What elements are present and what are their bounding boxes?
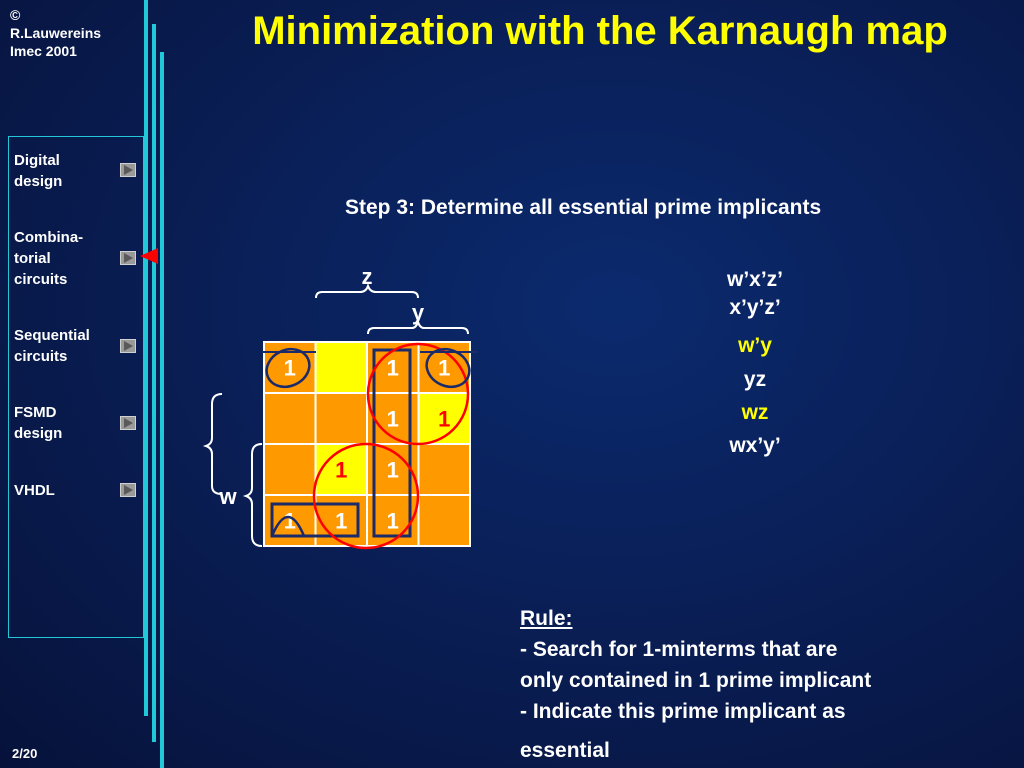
z-label: z	[362, 264, 373, 289]
rule-line: - Search for 1-minterms that are	[520, 638, 838, 661]
copyright-org: Imec 2001	[10, 43, 77, 59]
kmap-cell-value: 1	[284, 356, 296, 381]
nav-label-line: circuits	[14, 271, 68, 288]
rule-line: only contained in 1 prime implicant	[520, 669, 872, 692]
y-brace	[367, 318, 469, 335]
nav-arrow-button-vhdl[interactable]	[120, 483, 136, 497]
nav-item-fsmd-design[interactable]: FSMD design	[14, 402, 118, 444]
x-brace	[202, 393, 223, 495]
current-section-marker-icon	[140, 248, 158, 264]
kmap-cell	[314, 443, 368, 496]
nav-label-line: circuits	[14, 348, 68, 365]
kmap-cell-value: 1	[387, 509, 399, 534]
group-circle-lower-red	[312, 442, 420, 550]
nav-label-line: FSMD	[14, 404, 57, 421]
nav-item-vhdl[interactable]: VHDL	[14, 480, 118, 501]
rule-title: Rule:	[520, 607, 573, 630]
nav-label-line: Sequential	[14, 327, 90, 344]
divider-line-3	[160, 52, 164, 768]
kmap-cell-value: 1	[387, 407, 399, 432]
rule-line: essential	[520, 739, 610, 762]
kmap-cell	[314, 341, 368, 394]
divider-line-1	[144, 0, 148, 716]
kmap-cell	[417, 443, 471, 496]
kmap-cell-value: 1	[438, 407, 450, 432]
copyright-author: R.Lauwereins	[10, 25, 102, 41]
implicant-1: w’x’z’	[726, 268, 784, 291]
implicant-6: wx’y’	[729, 434, 781, 457]
rule-block: Rule: - Search for 1-minterms that are o…	[520, 603, 871, 766]
divider-line-2	[152, 24, 156, 742]
kmap-cell	[263, 392, 317, 445]
group-arc-bottom-left	[270, 515, 306, 537]
copyright-symbol: ©	[10, 7, 21, 23]
nav-panel	[8, 136, 144, 638]
implicant-2: x’y’z’	[729, 296, 781, 319]
nav-label-line: torial	[14, 250, 51, 267]
kmap-cell-value: 1	[387, 356, 399, 381]
kmap-cell	[417, 494, 471, 547]
nav-item-combinatorial-circuits[interactable]: Combina- torial circuits	[14, 227, 118, 290]
step-heading: Step 3: Determine all essential prime im…	[345, 196, 822, 219]
kmap-cell-value: 1	[387, 458, 399, 483]
implicant-5: wz	[741, 401, 769, 424]
page-number: 2/20	[12, 746, 38, 761]
kmap-cell	[314, 392, 368, 445]
nav-label-line: VHDL	[14, 482, 55, 499]
nav-label-line: design	[14, 425, 63, 442]
kmap-cell-value: 1	[335, 509, 347, 534]
nav-arrow-button-digital-design[interactable]	[120, 163, 136, 177]
nav-label-line: Combina-	[14, 229, 84, 246]
kmap-cell	[263, 443, 317, 496]
nav-arrow-button-fsmd-design[interactable]	[120, 416, 136, 430]
nav-arrow-button-sequential-circuits[interactable]	[120, 339, 136, 353]
nav-item-digital-design[interactable]: Digital design	[14, 150, 118, 192]
w-brace	[242, 443, 263, 547]
z-brace	[315, 282, 419, 299]
rule-line: - Indicate this prime implicant as	[520, 700, 846, 723]
kmap-cell-value: 1	[284, 509, 296, 534]
copyright: © R.Lauwereins Imec 2001	[10, 6, 140, 60]
nav-label-line: design	[14, 173, 63, 190]
nav-arrow-button-combinatorial-circuits[interactable]	[120, 251, 136, 265]
nav-label-line: Digital	[14, 152, 60, 169]
nav-item-sequential-circuits[interactable]: Sequential circuits	[14, 325, 118, 367]
slide-title: Minimization with the Karnaugh map	[252, 9, 948, 53]
kmap-cell-value: 1	[438, 356, 450, 381]
w-label: w	[218, 484, 237, 509]
implicant-3: w’y	[738, 334, 772, 357]
group-circle-upper-red	[366, 342, 470, 446]
implicant-4: yz	[743, 368, 767, 391]
kmap-cell-value: 1	[335, 458, 347, 483]
y-label: y	[412, 300, 425, 325]
